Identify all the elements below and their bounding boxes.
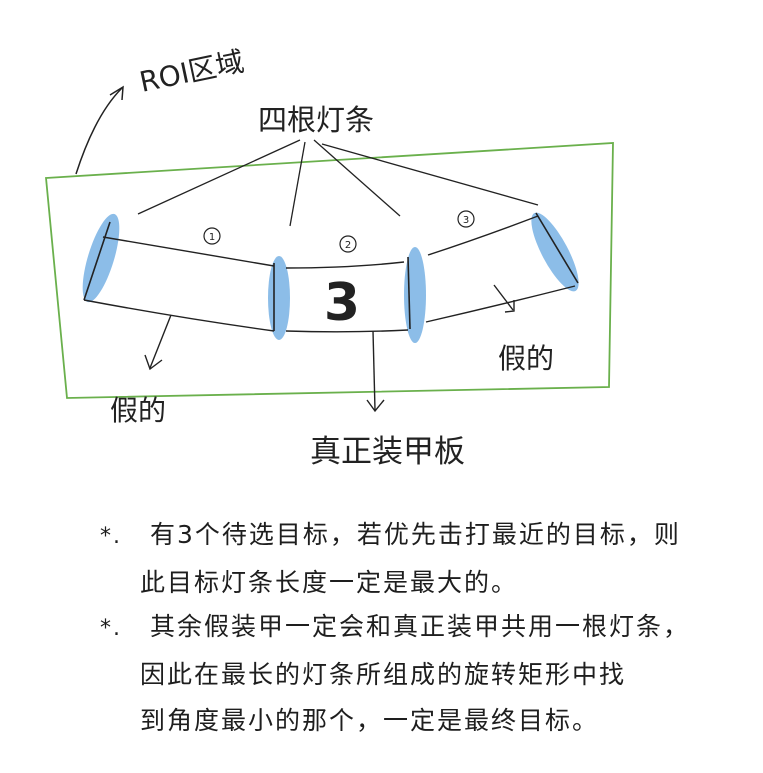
note-1-bullet: *.	[100, 524, 122, 549]
region-markers	[203, 210, 475, 253]
light-bar-3	[404, 247, 426, 343]
pointer-lines	[137, 139, 539, 227]
note-1: *. 有3个待选目标，若优先击打最近的目标，则 此目标灯条长度一定是最大的。	[100, 512, 740, 606]
armor-connection-lines	[83, 215, 576, 333]
note-2-bullet: *.	[100, 616, 122, 641]
note-1-line-1: 有3个待选目标，若优先击打最近的目标，则	[150, 520, 681, 549]
armor-number: 3	[324, 273, 360, 333]
true-armor-label: 真正装甲板	[310, 434, 465, 470]
roi-arrow	[75, 85, 124, 175]
fake-right-label: 假的	[498, 342, 554, 375]
note-2-line-1: 其余假装甲一定会和真正装甲共用一根灯条，	[150, 612, 691, 641]
roi-label: ROI区域	[137, 45, 247, 99]
light-bar-4	[531, 212, 579, 292]
roi-rectangle	[45, 142, 614, 399]
note-2-line-3: 到角度最小的那个，一定是最终目标。	[140, 706, 600, 735]
note-1-line-2: 此目标灯条长度一定是最大的。	[140, 568, 519, 597]
region-1-number: 1	[209, 232, 215, 243]
light-bar-1	[82, 213, 120, 303]
region-2-number: 2	[345, 240, 351, 251]
note-2: *. 其余假装甲一定会和真正装甲共用一根灯条， 因此在最长的灯条所组成的旋转矩形中…	[100, 604, 740, 744]
note-2-line-2: 因此在最长的灯条所组成的旋转矩形中找	[140, 660, 627, 689]
bar-outlines	[83, 212, 579, 331]
four-bars-label: 四根灯条	[258, 103, 374, 137]
fake-left-label: 假的	[110, 394, 166, 427]
region-3-number: 3	[463, 215, 469, 226]
label-arrows	[144, 284, 515, 413]
